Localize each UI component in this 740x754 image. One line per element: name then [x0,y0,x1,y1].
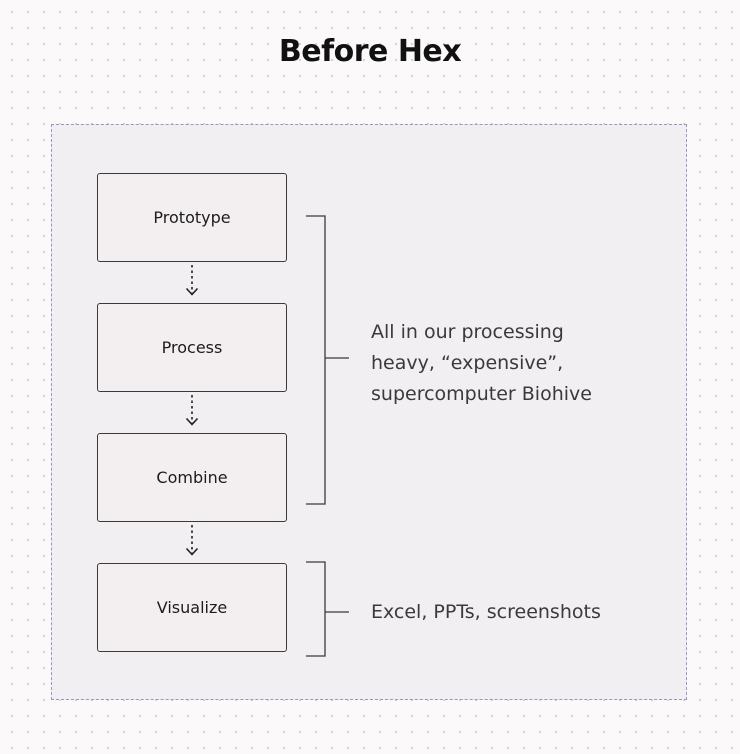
annotation-line: All in our processing [371,321,564,343]
step-prototype: Prototype [97,173,287,262]
step-process: Process [97,303,287,392]
annotation-line: supercomputer Biohive [371,383,592,405]
annotation-visualize: Excel, PPTs, screenshots [371,597,601,628]
diagram-title: Before Hex [278,34,462,69]
step-label: Prototype [153,208,231,227]
step-label: Combine [156,468,228,487]
step-visualize: Visualize [97,563,287,652]
step-label: Visualize [156,598,228,617]
annotation-compute: All in our processing heavy, “expensive”… [371,317,592,410]
step-label: Process [161,338,223,357]
annotation-line: heavy, “expensive”, [371,352,564,374]
step-combine: Combine [97,433,287,522]
annotation-line: Excel, PPTs, screenshots [371,601,601,623]
